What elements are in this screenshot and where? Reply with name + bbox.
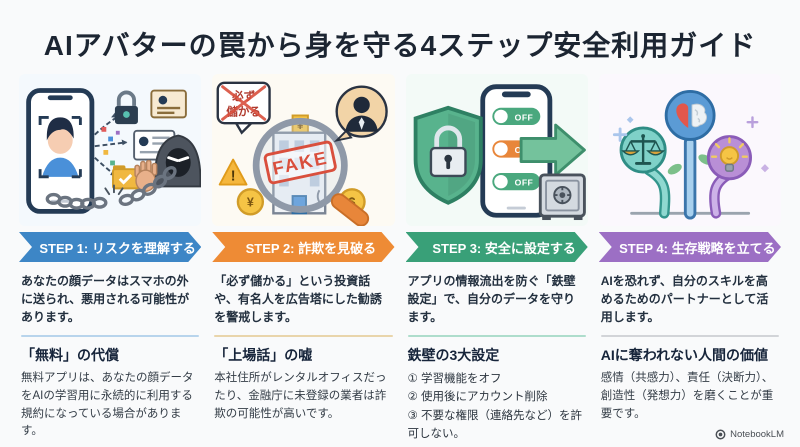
list-item: ② 使用後にアカウント削除 [407,391,548,404]
secure-settings-illustration: OFF OFF OFF [413,84,586,221]
face-data-leak-illustration [26,88,202,214]
safe-vault-icon [538,173,586,221]
list-item: ① 学習機能をオフ [407,373,502,385]
magnifier-handle [331,193,370,226]
step4-subheading: AIに奪われない人間の価値 [600,347,769,363]
svg-text:¥: ¥ [297,120,304,132]
illustration-row: ¥ [0,74,800,226]
list-item: ③ 不要な権限（連絡先など）を許可しない。 [407,409,583,441]
folder-icon [112,165,141,190]
step-text-row: あなたの顔データはスマホの外に送られ、悪用される可能性があります。 「無料」の代… [0,264,800,444]
step4-lead: AIを恐れず、自分のスキルを高めるためのパートナーとして活用します。 [600,274,769,324]
scam-promise-bubble: 必ず 儲かる [216,81,272,135]
svg-text:OFF: OFF [514,177,533,187]
step4-banner: STEP 4: 生存戦略を立てる [599,232,781,262]
step2-body: 本社住所がレンタルオフィスだったり、金融庁に未登録の業者は詐欺の可能性が高いです… [214,372,387,420]
step3-lead: アプリの情報流出を防ぐ「鉄壁設定」で、自分のデータを守ります。 [407,274,576,324]
step3-text-column: アプリの情報流出を防ぐ「鉄壁設定」で、自分のデータを守ります。 鉄壁の3大設定 … [406,264,588,444]
step3-banner: STEP 3: 安全に設定する [406,232,588,262]
step2-lead: 「必ず儲かる」という投資話や、有名人を広告塔にした勧誘を警戒します。 [214,274,382,324]
step1-lead: あなたの顔データはスマホの外に送られ、悪用される可能性があります。 [21,274,190,324]
step1-body: 無料アプリは、あなたの顔データをAIの学習用に永続的に利用する規約になっている場… [21,372,194,438]
sparkle-icons [612,116,769,173]
step1-banner: STEP 1: リスクを理解する [19,232,201,262]
page-title: AIアバターの罠から身を守る4ステップ安全利用ガイド [43,30,757,61]
step2-text-column: 「必ず儲かる」という投資話や、有名人を広告塔にした勧誘を警戒します。 「上場話」… [212,264,394,444]
toggle-off-1: OFF [491,107,540,126]
step2-subheading: 「上場話」の嘘 [214,347,313,363]
step1-column-panel [19,74,202,226]
svg-text:¥: ¥ [247,196,254,210]
step3-settings-list: ① 学習機能をオフ ② 使用後にアカウント削除 ③ 不要な権限（連絡先など）を許… [408,370,586,444]
step3-column-panel: OFF OFF OFF [405,74,588,226]
illustration-step1 [19,74,202,226]
hacker-icon [153,134,202,188]
divider [214,335,393,337]
human-value-tree-illustration [612,90,769,220]
svg-text:OFF: OFF [514,112,533,122]
shield-lock-icon [413,105,483,205]
divider [600,335,779,337]
fake-stamp: FAKE [263,140,338,185]
illustration-step2: ¥ [212,74,395,226]
step3-subheading: 鉄壁の3大設定 [407,347,500,363]
illustration-step3: OFF OFF OFF [405,74,588,226]
face-scan-icon [38,115,82,179]
id-card-icon [133,89,187,161]
toggle-off-3: OFF [491,173,540,191]
footer-brand-label: NotebookLM [730,429,784,440]
divider [407,335,586,337]
divider [21,335,200,337]
warning-triangle-icon: ! [218,158,248,186]
step4-column-panel [598,74,781,226]
scam-detection-illustration: ¥ [216,81,389,226]
step1-text-column: あなたの顔データはスマホの外に送られ、悪用される可能性があります。 「無料」の代… [19,264,201,444]
step1-subheading: 「無料」の代償 [21,347,119,363]
leaf-icon [667,163,682,175]
magnifier-ring-icon [253,117,348,213]
illustration-step4 [598,74,781,226]
step2-column-panel: ¥ [212,74,395,226]
celebrity-avatar-bubble [334,85,389,142]
footer-brand: NotebookLM [715,429,784,440]
notebooklm-logo-icon [715,429,726,440]
transfer-arrow-icon [519,123,586,177]
hand-icon [134,159,158,192]
yen-coin-icon: ¥ [236,188,265,216]
step4-text-column: AIを恐れず、自分のスキルを高めるためのパートナーとして活用します。 AIに奪わ… [599,264,781,444]
chain-break-spark [104,184,124,196]
step2-banner: STEP 2: 詐欺を見破る [212,232,394,262]
data-bits [101,126,120,166]
step4-body: 感情（共感力）、責任（決断力）、創造性（発想力）を磨くことが重要です。 [600,372,774,420]
step-banner-row: STEP 1: リスクを理解する STEP 2: 詐欺を見破る STEP 3: … [0,232,800,262]
svg-text:!: ! [231,169,236,185]
padlock-icon [114,90,138,125]
heart-brain-icon [664,90,716,141]
lightbulb-icon [706,135,752,181]
justice-scales-icon [619,126,667,174]
broken-chain-icon [45,165,177,210]
